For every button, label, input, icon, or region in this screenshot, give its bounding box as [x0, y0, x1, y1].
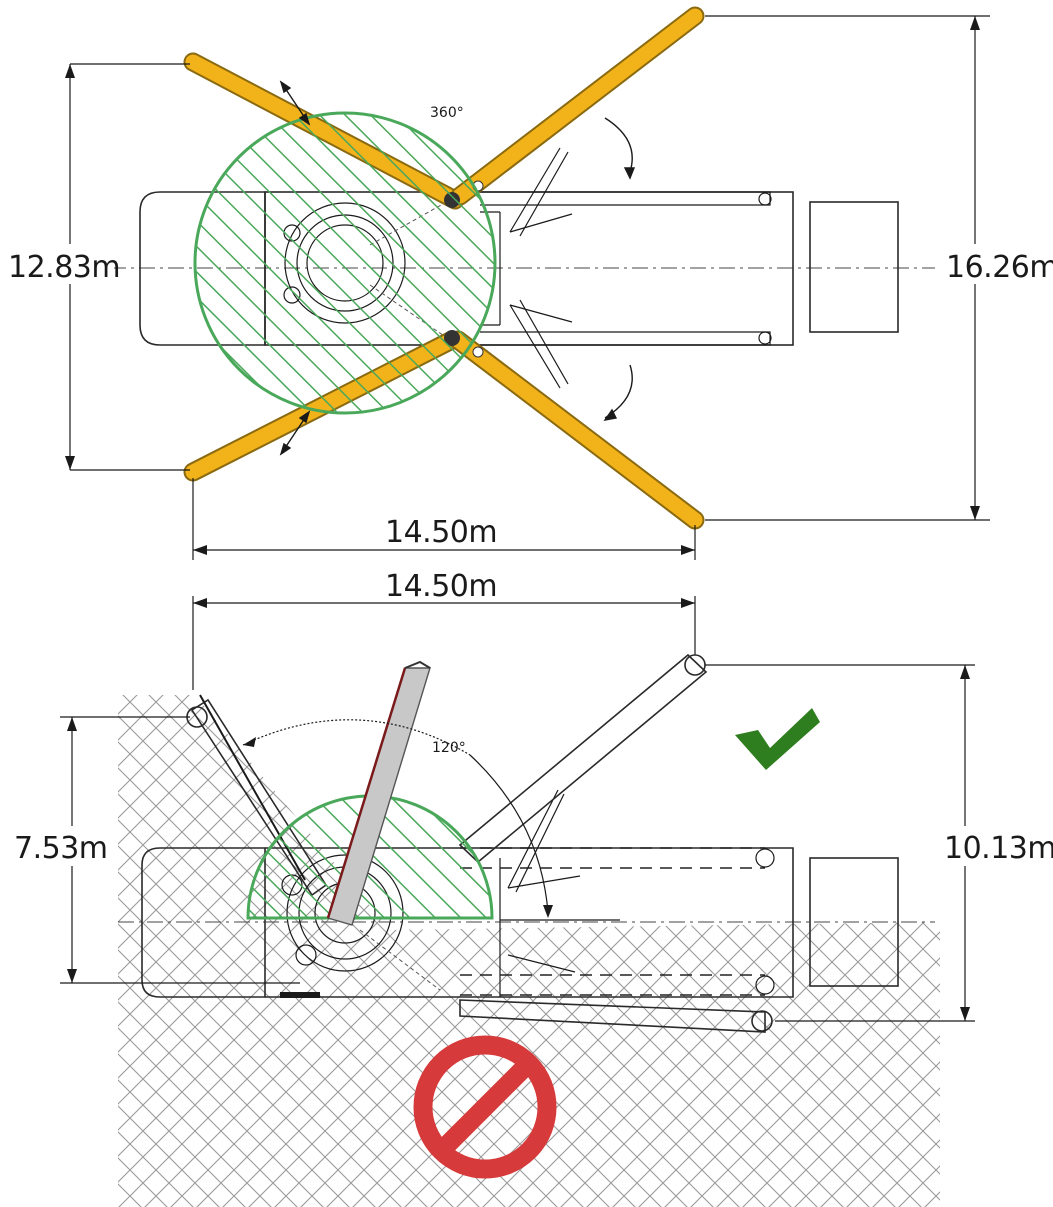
- bottom-dim-height-left: 7.53m: [4, 716, 300, 984]
- check-icon: [735, 708, 820, 770]
- bottom-rotation-arc: 120°: [242, 719, 553, 918]
- top-rotation-label: 360°: [430, 105, 464, 121]
- top-dim-height-right-label: 16.26m: [946, 250, 1053, 285]
- bottom-outrigger-rear: [459, 999, 773, 1033]
- bottom-nogo-area: [118, 695, 940, 1207]
- top-dim-height-right: 16.26m: [705, 15, 1053, 521]
- top-slew-zone: [193, 111, 497, 415]
- top-movement-arrows: [279, 80, 636, 456]
- bottom-view: 14.50m: [4, 569, 1053, 1207]
- bottom-outrigger-front: [458, 653, 708, 864]
- top-dim-height-left: 12.83m: [4, 63, 190, 471]
- top-dim-height-left-label: 12.83m: [8, 250, 120, 285]
- bottom-dim-height-left-label: 7.53m: [14, 831, 108, 866]
- bottom-dim-height-right: 10.13m: [705, 664, 1053, 1022]
- prohibited-icon: [413, 1035, 557, 1179]
- top-view: 360° 12.83m 16.26m 1: [4, 6, 1053, 560]
- bottom-dim-width-label: 14.50m: [385, 569, 497, 604]
- bottom-dim-height-right-label: 10.13m: [944, 831, 1053, 866]
- bottom-dim-width: 14.50m: [192, 569, 696, 690]
- bottom-rotation-label: 120°: [432, 740, 466, 756]
- top-dim-width-label: 14.50m: [385, 515, 497, 550]
- top-dim-width: 14.50m: [192, 478, 696, 560]
- bottom-boom: [326, 660, 431, 926]
